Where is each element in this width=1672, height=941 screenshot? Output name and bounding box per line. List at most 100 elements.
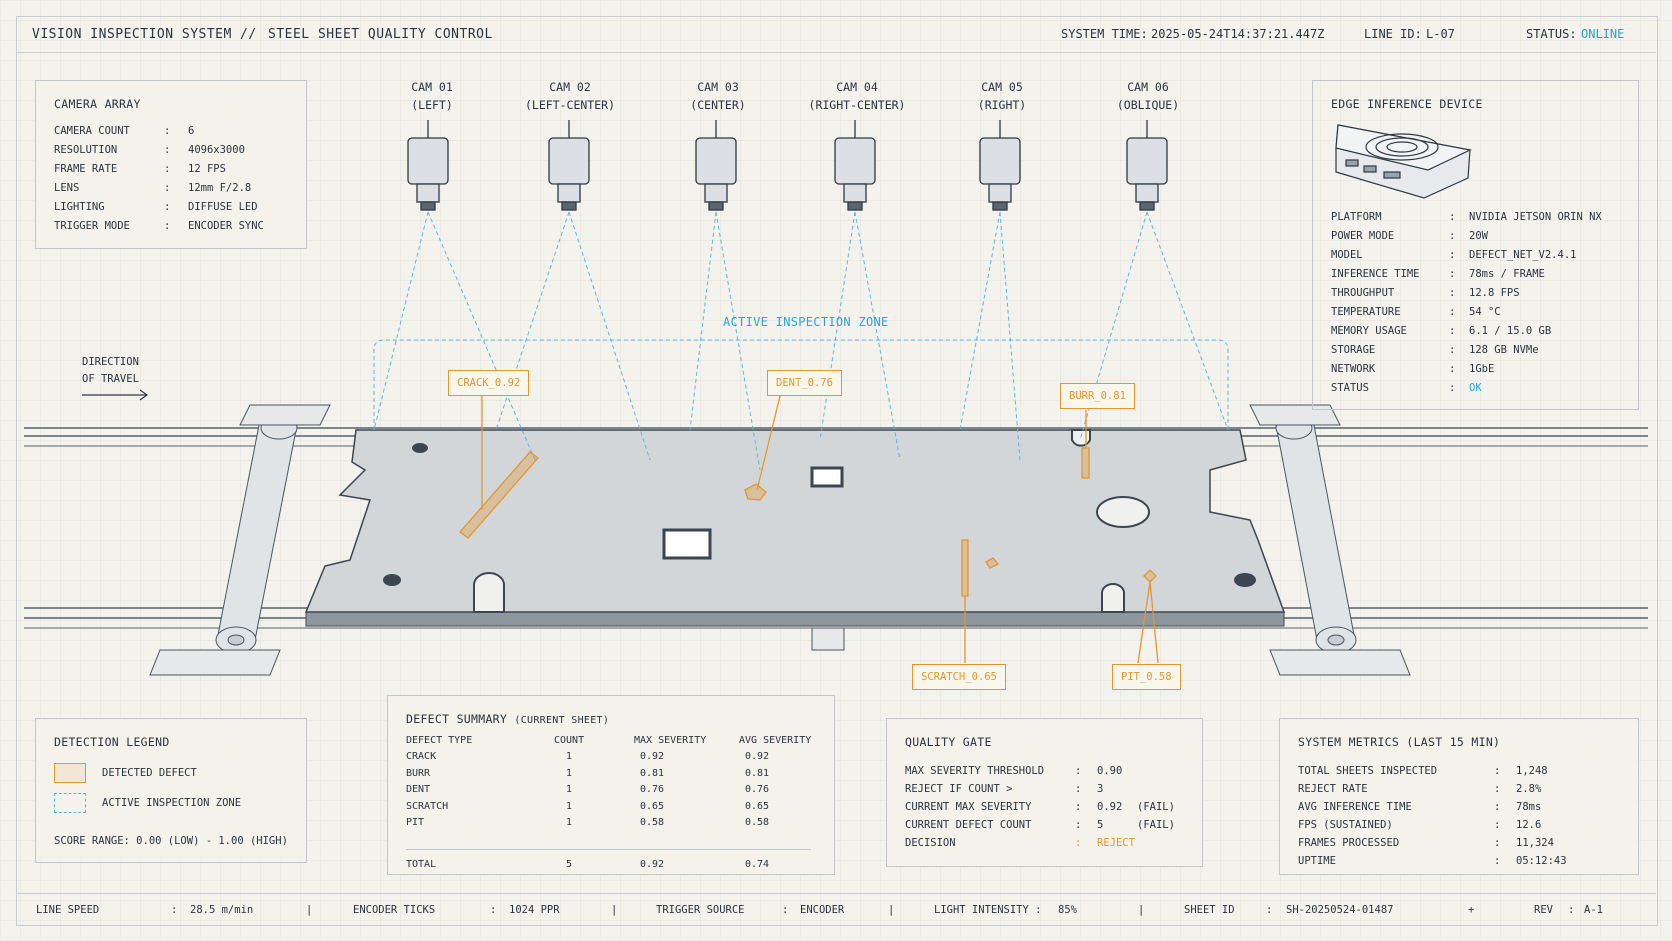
quality-gate-row: MAX SEVERITY THRESHOLD:0.90 [905,765,1123,777]
edge-device-row: STATUS:OK [1331,382,1482,394]
defect-summary-panel: DEFECT SUMMARY (CURRENT SHEET) DEFECT TY… [387,695,835,875]
burr-mark [1081,447,1090,479]
defect-marks [459,395,1159,664]
edge-device-row: STORAGE:128 GB NVMe [1331,344,1539,356]
status-online: ONLINE [1581,27,1625,41]
camera-icon-6 [1126,120,1168,211]
camera-label-1: CAM 01(LEFT) [411,80,453,112]
scratch-mark [961,539,969,597]
plus-icon: + [1468,904,1475,916]
title-separator: // [240,27,257,42]
quality-gate-row: REJECT IF COUNT >:3 [905,783,1104,795]
detection-legend-panel: DETECTION LEGEND DETECTED DEFECT ACTIVE … [35,718,307,863]
edge-device-row: PLATFORM:NVIDIA JETSON ORIN NX [1331,211,1602,223]
dent-mark [744,483,767,501]
system-time: 2025-05-24T14:37:21.447Z [1151,27,1325,41]
system-time-label: SYSTEM TIME: [1061,27,1148,41]
pit-mark [1143,569,1157,583]
camera-label-5: CAM 05(RIGHT) [977,80,1027,112]
camera-array-panel: CAMERA ARRAY CAMERA COUNT:6 RESOLUTION:4… [35,80,307,249]
quality-gate-row: CURRENT MAX SEVERITY:0.92(FAIL) [905,801,1175,813]
camera-icon-4 [834,120,876,211]
edge-device-row: MEMORY USAGE:6.1 / 15.0 GB [1331,325,1552,337]
edge-device-panel: EDGE INFERENCE DEVICE PLATFORM:NVIDIA JE… [1312,80,1639,410]
camera-array-row: TRIGGER MODE:ENCODER SYNC [54,220,264,232]
system-metrics-row: REJECT RATE:2.8% [1298,783,1542,795]
direction-of-travel: DIRECTION OF TRAVEL [82,356,139,385]
trigger-value: ENCODER [800,904,845,916]
camera-icon-1 [407,120,449,211]
camera-icon-3 [695,120,737,211]
defect-tag-dent[interactable]: DENT_0.76 [767,370,842,396]
quality-gate-panel: QUALITY GATE MAX SEVERITY THRESHOLD:0.90… [886,718,1203,867]
system-metrics-row: TOTAL SHEETS INSPECTED:1,248 [1298,765,1548,777]
light-label: LIGHT INTENSITY : [934,904,1042,916]
camera-label-2: CAM 02(LEFT-CENTER) [524,80,615,112]
legend-zone-label: ACTIVE INSPECTION ZONE [102,797,242,809]
status-label: STATUS: [1526,27,1577,41]
system-metrics-panel: SYSTEM METRICS (LAST 15 MIN) TOTAL SHEET… [1279,718,1639,875]
camera-array-row: CAMERA COUNT:6 [54,125,195,137]
system-metrics-row: UPTIME:05:12:43 [1298,855,1567,867]
encoder-value: 1024 PPR [509,904,560,916]
line-speed-label: LINE SPEED [36,904,100,916]
camera-icon-5 [979,120,1021,211]
app-title: VISION INSPECTION SYSTEM [32,27,232,42]
camera-array-row: FRAME RATE:12 FPS [54,163,226,175]
quality-gate-title: QUALITY GATE [905,735,992,749]
header-bar: VISION INSPECTION SYSTEM // STEEL SHEET … [16,16,1656,53]
defect-tag-crack[interactable]: CRACK_0.92 [448,370,530,396]
light-value: 85% [1058,904,1077,916]
quality-gate-row: DECISION:REJECT [905,837,1135,849]
edge-device-title: EDGE INFERENCE DEVICE [1331,97,1483,111]
minor-mark [985,557,1000,569]
decision-reject: REJECT [1097,837,1135,849]
legend-title: DETECTION LEGEND [54,735,170,749]
edge-status-ok: OK [1469,382,1482,394]
trigger-label: TRIGGER SOURCE [656,904,745,916]
sheet-id-label: SHEET ID [1184,904,1235,916]
defect-summary-title: DEFECT SUMMARY (CURRENT SHEET) [406,712,610,726]
footer-divider: | [1138,904,1145,916]
camera-array-row: LIGHTING:DIFFUSE LED [54,201,258,213]
edge-device-row: MODEL:DEFECT_NET_V2.4.1 [1331,249,1577,261]
camera-label-6: CAM 06(OBLIQUE) [1116,80,1180,112]
defect-tag-scratch[interactable]: SCRATCH_0.65 [912,664,1006,690]
direction-arrow-icon [82,389,149,401]
roller-right [1249,404,1411,676]
legend-score-range: SCORE RANGE: 0.00 (LOW) - 1.00 (HIGH) [54,835,288,847]
edge-device-icon [1335,124,1472,199]
defect-tag-burr[interactable]: BURR_0.81 [1060,383,1135,409]
inspection-zone-label: ACTIVE INSPECTION ZONE [723,315,889,329]
line-id: L-07 [1426,27,1455,41]
footer-divider: | [611,904,618,916]
defect-tag-pit[interactable]: PIT_0.58 [1112,664,1181,690]
line-speed-value: 28.5 m/min [190,904,254,916]
footer-divider: | [306,904,313,916]
camera-array-row: RESOLUTION:4096x3000 [54,144,245,156]
legend-defect-label: DETECTED DEFECT [102,767,197,779]
quality-gate-row: CURRENT DEFECT COUNT:5(FAIL) [905,819,1175,831]
edge-device-row: INFERENCE TIME:78ms / FRAME [1331,268,1545,280]
system-metrics-row: AVG INFERENCE TIME:78ms [1298,801,1542,813]
rev-value: A-1 [1584,904,1603,916]
line-id-label: LINE ID: [1364,27,1422,41]
system-metrics-row: FPS (SUSTAINED):12.6 [1298,819,1542,831]
footer-divider: | [888,904,895,916]
legend-swatch-defect [54,763,86,783]
edge-device-row: THROUGHPUT:12.8 FPS [1331,287,1520,299]
camera-array-row: LENS:12mm F/2.8 [54,182,252,194]
encoder-label: ENCODER TICKS [353,904,436,916]
camera-icons [407,120,1168,211]
system-metrics-title: SYSTEM METRICS (LAST 15 MIN) [1298,735,1501,749]
camera-icon-2 [548,120,590,211]
legend-swatch-zone [54,793,86,813]
camera-label-3: CAM 03(CENTER) [690,80,746,112]
